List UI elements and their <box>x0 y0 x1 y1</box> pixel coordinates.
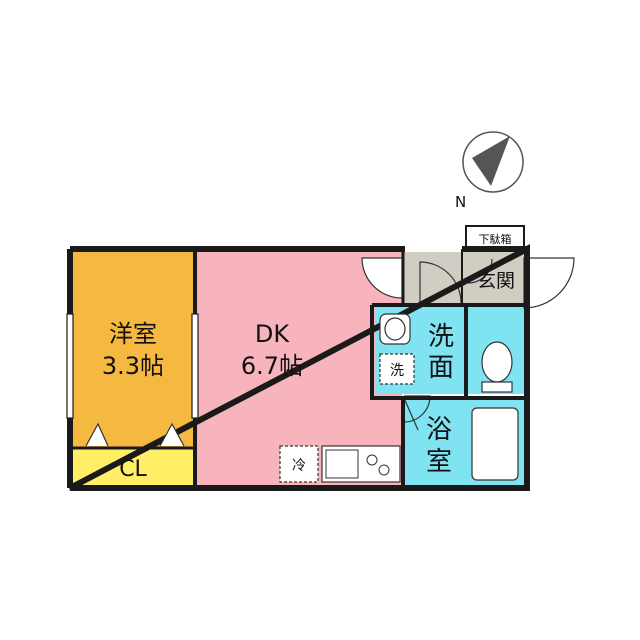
closet-doors <box>85 422 185 447</box>
wall-wet-area <box>370 303 527 488</box>
closet-label: CL <box>119 457 147 482</box>
fixtures: 洗 冷 <box>279 313 519 483</box>
wash-door-swing <box>419 261 462 304</box>
closet-door-left <box>85 422 109 447</box>
dk-name: DK <box>255 320 290 348</box>
room-labels: 洋室 3.3帖 CL DK 6.7帖 洗 面 浴 室 玄関 下駄箱 <box>102 232 515 482</box>
stove-burner-icon <box>378 464 390 476</box>
bathroom-label-1: 浴 <box>426 415 452 445</box>
toilet-icon <box>481 341 513 383</box>
toilet-tank-icon <box>481 381 513 393</box>
dk-size: 6.7帖 <box>241 352 303 380</box>
western-room <box>73 252 194 448</box>
closet-door-right <box>159 422 185 447</box>
compass: N <box>455 131 524 211</box>
washer-space <box>379 353 415 385</box>
washer-label: 洗 <box>390 363 404 379</box>
entrance-label: 玄関 <box>477 270 515 292</box>
western-room-name: 洋室 <box>109 320 157 348</box>
outer-wall <box>68 244 530 491</box>
window-western-inner <box>191 313 199 419</box>
washroom-label-1: 洗 <box>428 322 454 352</box>
fridge-label: 冷 <box>292 458 306 474</box>
compass-north-label: N <box>455 193 466 211</box>
bathtub-icon <box>471 407 519 481</box>
wash-basin-bowl <box>384 317 406 341</box>
windows <box>66 313 199 419</box>
bath-door-leaf <box>403 397 419 431</box>
western-room-size: 3.3帖 <box>102 352 164 380</box>
shoe-box-label: 下駄箱 <box>479 232 512 246</box>
north-arrow-icon <box>472 136 510 186</box>
sink-icon <box>325 449 359 479</box>
toilet-door-swing <box>467 258 493 284</box>
stove-burner-icon <box>366 454 378 466</box>
front-door-swing <box>523 257 575 309</box>
bathroom-label-2: 室 <box>426 447 452 477</box>
window-west <box>66 313 74 419</box>
washroom-label-2: 面 <box>428 353 454 383</box>
fridge-space <box>279 445 319 483</box>
